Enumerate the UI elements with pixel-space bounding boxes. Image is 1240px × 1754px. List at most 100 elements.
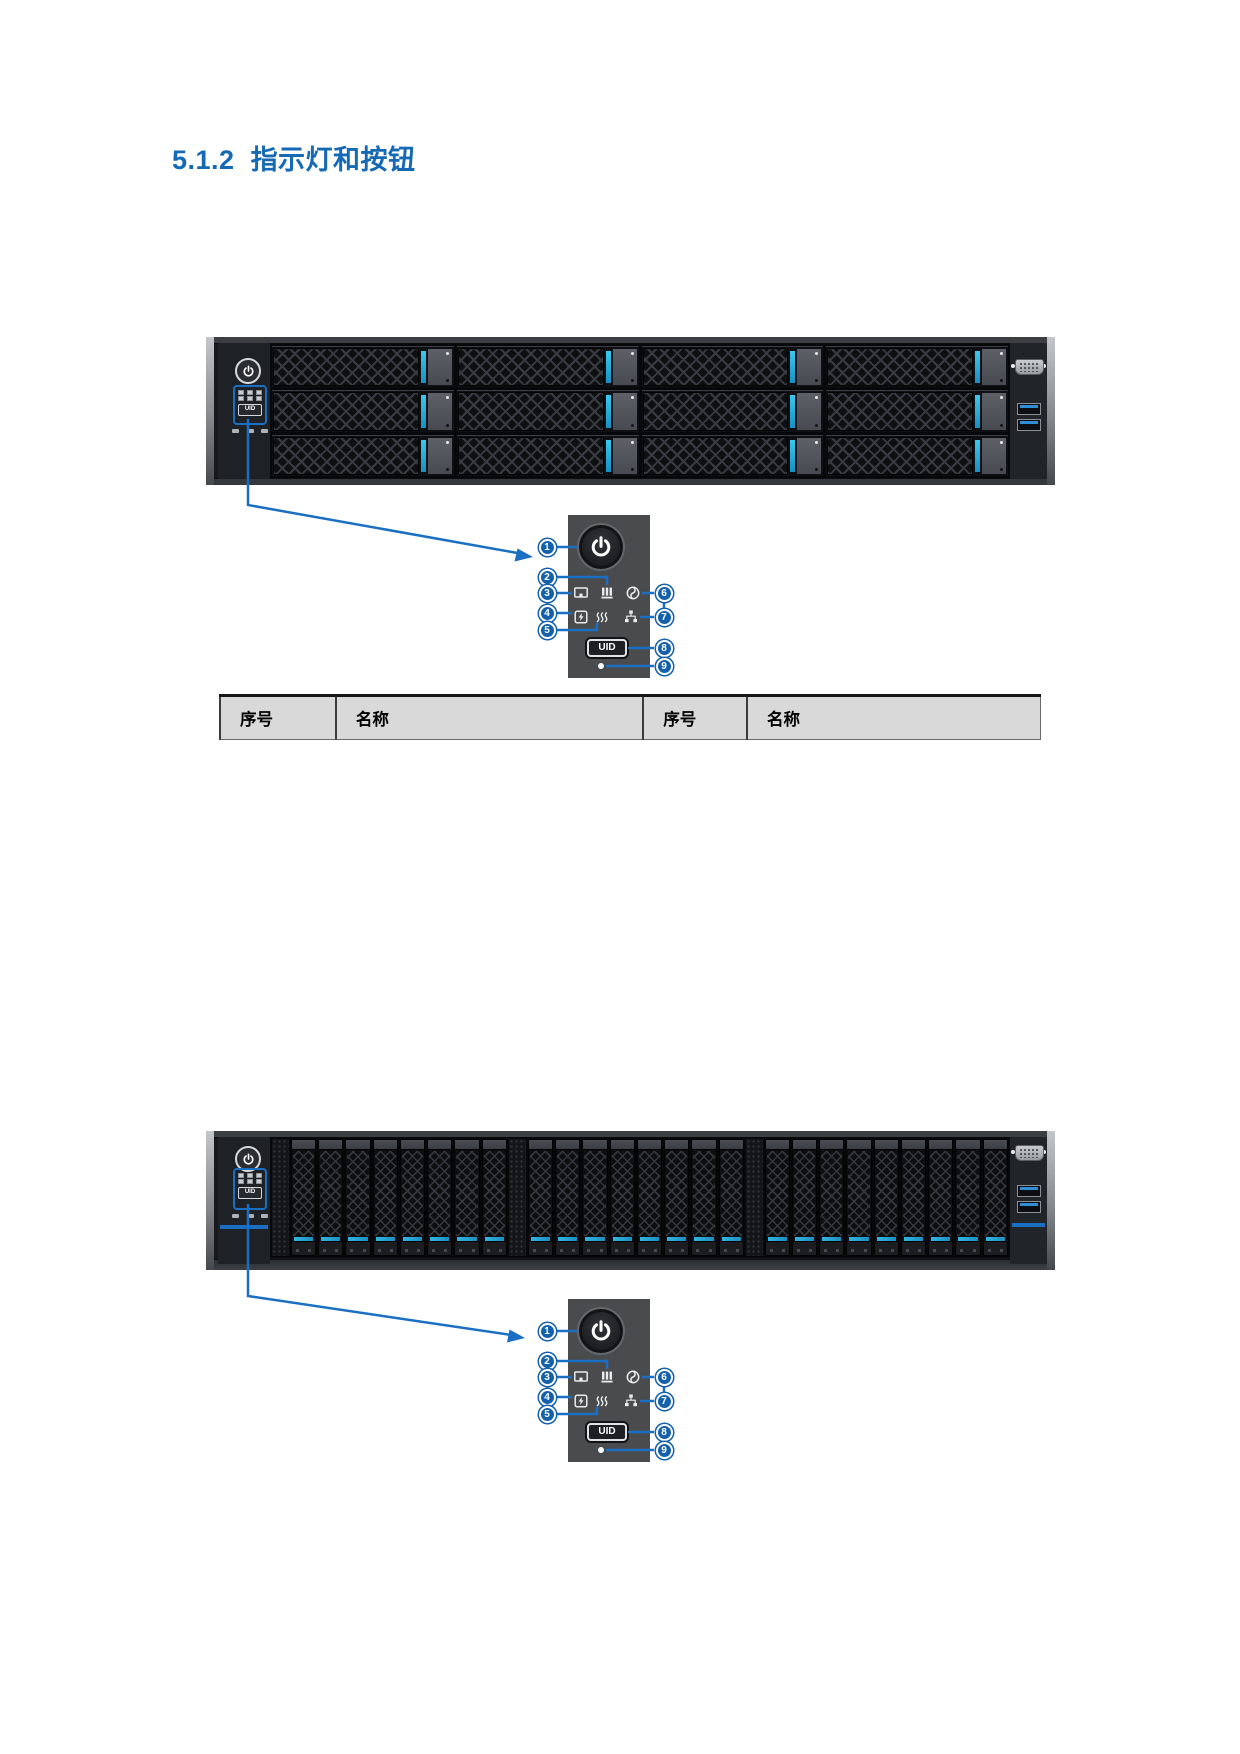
chassis-bottom-rail	[214, 478, 1047, 485]
system-indicator-icon	[238, 390, 244, 395]
drive-mesh	[930, 1151, 952, 1236]
screw	[1042, 364, 1046, 368]
power-icon	[243, 1152, 253, 1164]
drive-handle	[765, 1140, 789, 1150]
drive-led-stripe	[975, 395, 980, 428]
column-header-index: 序号	[220, 695, 336, 740]
drive-handle	[719, 1140, 743, 1150]
vga-port	[1015, 359, 1044, 375]
drive-tray-3.5	[641, 346, 824, 388]
drive-tray-2.5	[982, 1139, 1008, 1256]
drive-latch	[428, 1241, 452, 1255]
drive-mesh	[457, 348, 604, 387]
indicator-row	[238, 1173, 262, 1178]
arrowhead	[514, 548, 533, 562]
indicator-row	[238, 390, 262, 395]
drive-led-stripe	[530, 1237, 551, 1241]
front-control-panel: UID	[218, 1137, 270, 1264]
callout-badge-9: 9	[655, 657, 673, 675]
callout-badge-6: 6	[655, 584, 673, 602]
drive-latch	[797, 437, 822, 474]
drive-mesh	[827, 436, 973, 475]
drive-tray-2.5	[928, 1139, 954, 1256]
drive-latch	[665, 1241, 689, 1255]
drive-mesh	[557, 1151, 579, 1236]
drive-tray-2.5	[527, 1139, 554, 1256]
drive-tray-2.5	[764, 1139, 790, 1256]
drive-handle	[792, 1140, 817, 1150]
reset-pinhole	[598, 1447, 604, 1453]
fan-status-indicator-icon	[626, 1370, 640, 1384]
power-supply-indicator-icon	[574, 1394, 588, 1408]
drive-led-stripe	[605, 439, 611, 472]
drive-latch	[583, 1241, 607, 1255]
server-front-view-25-bay: UID	[206, 1131, 1055, 1270]
callout-badge-2: 2	[538, 568, 556, 586]
front-control-panel: UID	[218, 343, 270, 479]
drive-latch	[797, 393, 822, 430]
drive-mesh	[374, 1151, 396, 1236]
drive-handle	[956, 1140, 980, 1150]
power-supply-indicator-icon	[574, 610, 588, 624]
drive-mesh	[827, 348, 973, 387]
drive-handle	[847, 1140, 871, 1150]
drive-mesh	[827, 392, 973, 431]
drive-latch	[820, 1241, 844, 1255]
drive-led-stripe	[639, 1237, 660, 1241]
drive-led-stripe	[694, 1237, 714, 1241]
callout-badge-8: 8	[655, 639, 673, 657]
vent-grille	[745, 1139, 763, 1256]
drive-handle	[373, 1140, 397, 1150]
drive-mesh	[642, 436, 789, 475]
reset-pinhole	[598, 663, 604, 669]
drive-latch	[901, 1241, 926, 1255]
drive-handle	[665, 1140, 689, 1150]
power-icon	[243, 364, 253, 376]
drive-mesh	[984, 1151, 1006, 1236]
drive-led-stripe	[558, 1237, 578, 1241]
drive-tray-3.5	[456, 434, 639, 476]
memory-status-indicator-icon	[601, 587, 613, 599]
network-status-indicator-icon	[625, 1394, 637, 1407]
drive-led-stripe	[420, 395, 426, 428]
drive-mesh	[429, 1151, 451, 1236]
drive-tray-2.5	[291, 1139, 317, 1256]
drive-tray-2.5	[555, 1139, 581, 1256]
drive-mesh	[347, 1151, 369, 1236]
uid-button: UID	[587, 639, 627, 657]
drive-tray-2.5	[718, 1139, 744, 1256]
drive-tray-3.5	[456, 390, 639, 432]
drive-handle	[428, 1140, 452, 1150]
vga-port	[1015, 1145, 1044, 1161]
indicator-row	[238, 1179, 262, 1184]
drive-tray-2.5	[582, 1139, 608, 1256]
drive-latch	[874, 1241, 898, 1255]
drive-led-stripe	[794, 1237, 815, 1241]
drive-mesh	[584, 1151, 606, 1236]
drive-tray-3.5	[272, 390, 454, 432]
drive-handle	[874, 1140, 898, 1150]
drive-led-stripe	[605, 351, 611, 384]
vent-grille	[272, 1139, 289, 1256]
power-button	[235, 1146, 261, 1172]
drive-handle	[929, 1140, 953, 1150]
drive-handle	[455, 1140, 479, 1150]
drive-led-stripe	[876, 1237, 896, 1241]
power-indicator-icon	[238, 1179, 244, 1184]
power-indicator-icon	[238, 396, 244, 401]
drive-tray-2.5	[846, 1139, 872, 1256]
blue-accent-stripe	[220, 1225, 268, 1229]
drive-tray-2.5	[900, 1139, 927, 1256]
system-status-indicator-icon	[574, 587, 588, 598]
table-header-row: 序号 名称 序号 名称	[220, 695, 1041, 740]
fan-status-indicator-icon	[626, 586, 640, 600]
section-title: 指示灯和按钮	[250, 145, 416, 175]
drive-led-stripe	[767, 1237, 787, 1241]
power-button	[577, 1307, 625, 1355]
drive-tray-3.5	[826, 434, 1008, 476]
drive-latch	[292, 1241, 316, 1255]
power-icon	[591, 1320, 611, 1341]
drive-mesh	[642, 348, 789, 387]
